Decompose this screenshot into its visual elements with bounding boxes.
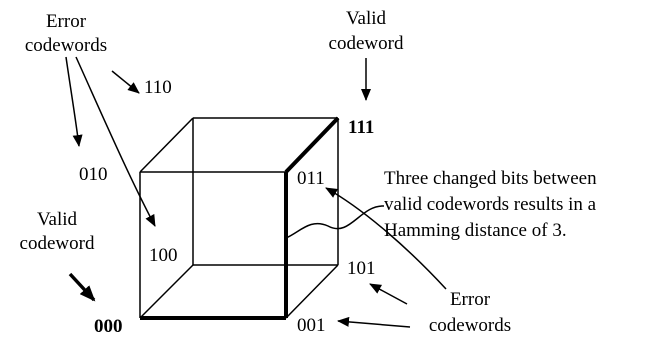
error-codewords-top-line1: Error xyxy=(46,11,87,32)
vertex-101-label: 101 xyxy=(347,258,376,279)
vertex-011-label: 011 xyxy=(297,168,325,189)
arrow-to-011 xyxy=(325,187,447,290)
valid-codeword-top-line2: codeword xyxy=(329,33,404,54)
arrow-to-100 xyxy=(75,56,156,227)
error-codewords-top-line2: codewords xyxy=(25,35,107,56)
error-codewords-bottom-line1: Error xyxy=(450,289,491,310)
vertex-100-label: 100 xyxy=(149,245,178,266)
edge-000-100 xyxy=(139,264,194,319)
annotation-line1: Three changed bits between xyxy=(384,168,597,189)
arrow-to-000 xyxy=(68,272,96,302)
cube-depth-edges xyxy=(139,117,339,319)
annotation-line2: valid codewords results in a xyxy=(384,194,597,215)
arrow-to-010 xyxy=(65,56,83,147)
hamming-path xyxy=(140,116,340,320)
valid-codeword-left-line2: codeword xyxy=(20,233,95,254)
valid-codeword-left-line1: Valid xyxy=(37,209,78,230)
vertex-111-label: 111 xyxy=(348,117,374,138)
annotation-connector xyxy=(285,205,385,239)
vertex-110-label: 110 xyxy=(144,77,172,98)
vertex-001-label: 001 xyxy=(297,315,326,336)
vertex-000-label: 000 xyxy=(94,316,123,337)
valid-codeword-top-line1: Valid xyxy=(346,8,387,29)
annotation-line3: Hamming distance of 3. xyxy=(384,220,567,241)
arrow-to-110 xyxy=(111,70,140,94)
edge-010-110 xyxy=(139,117,194,173)
arrow-to-001 xyxy=(337,316,411,328)
error-codewords-bottom-line2: codewords xyxy=(429,315,511,336)
vertex-010-label: 010 xyxy=(79,164,108,185)
path-edge-011-111 xyxy=(284,116,340,174)
arrow-to-101 xyxy=(369,283,408,305)
edge-001-101 xyxy=(285,264,339,319)
